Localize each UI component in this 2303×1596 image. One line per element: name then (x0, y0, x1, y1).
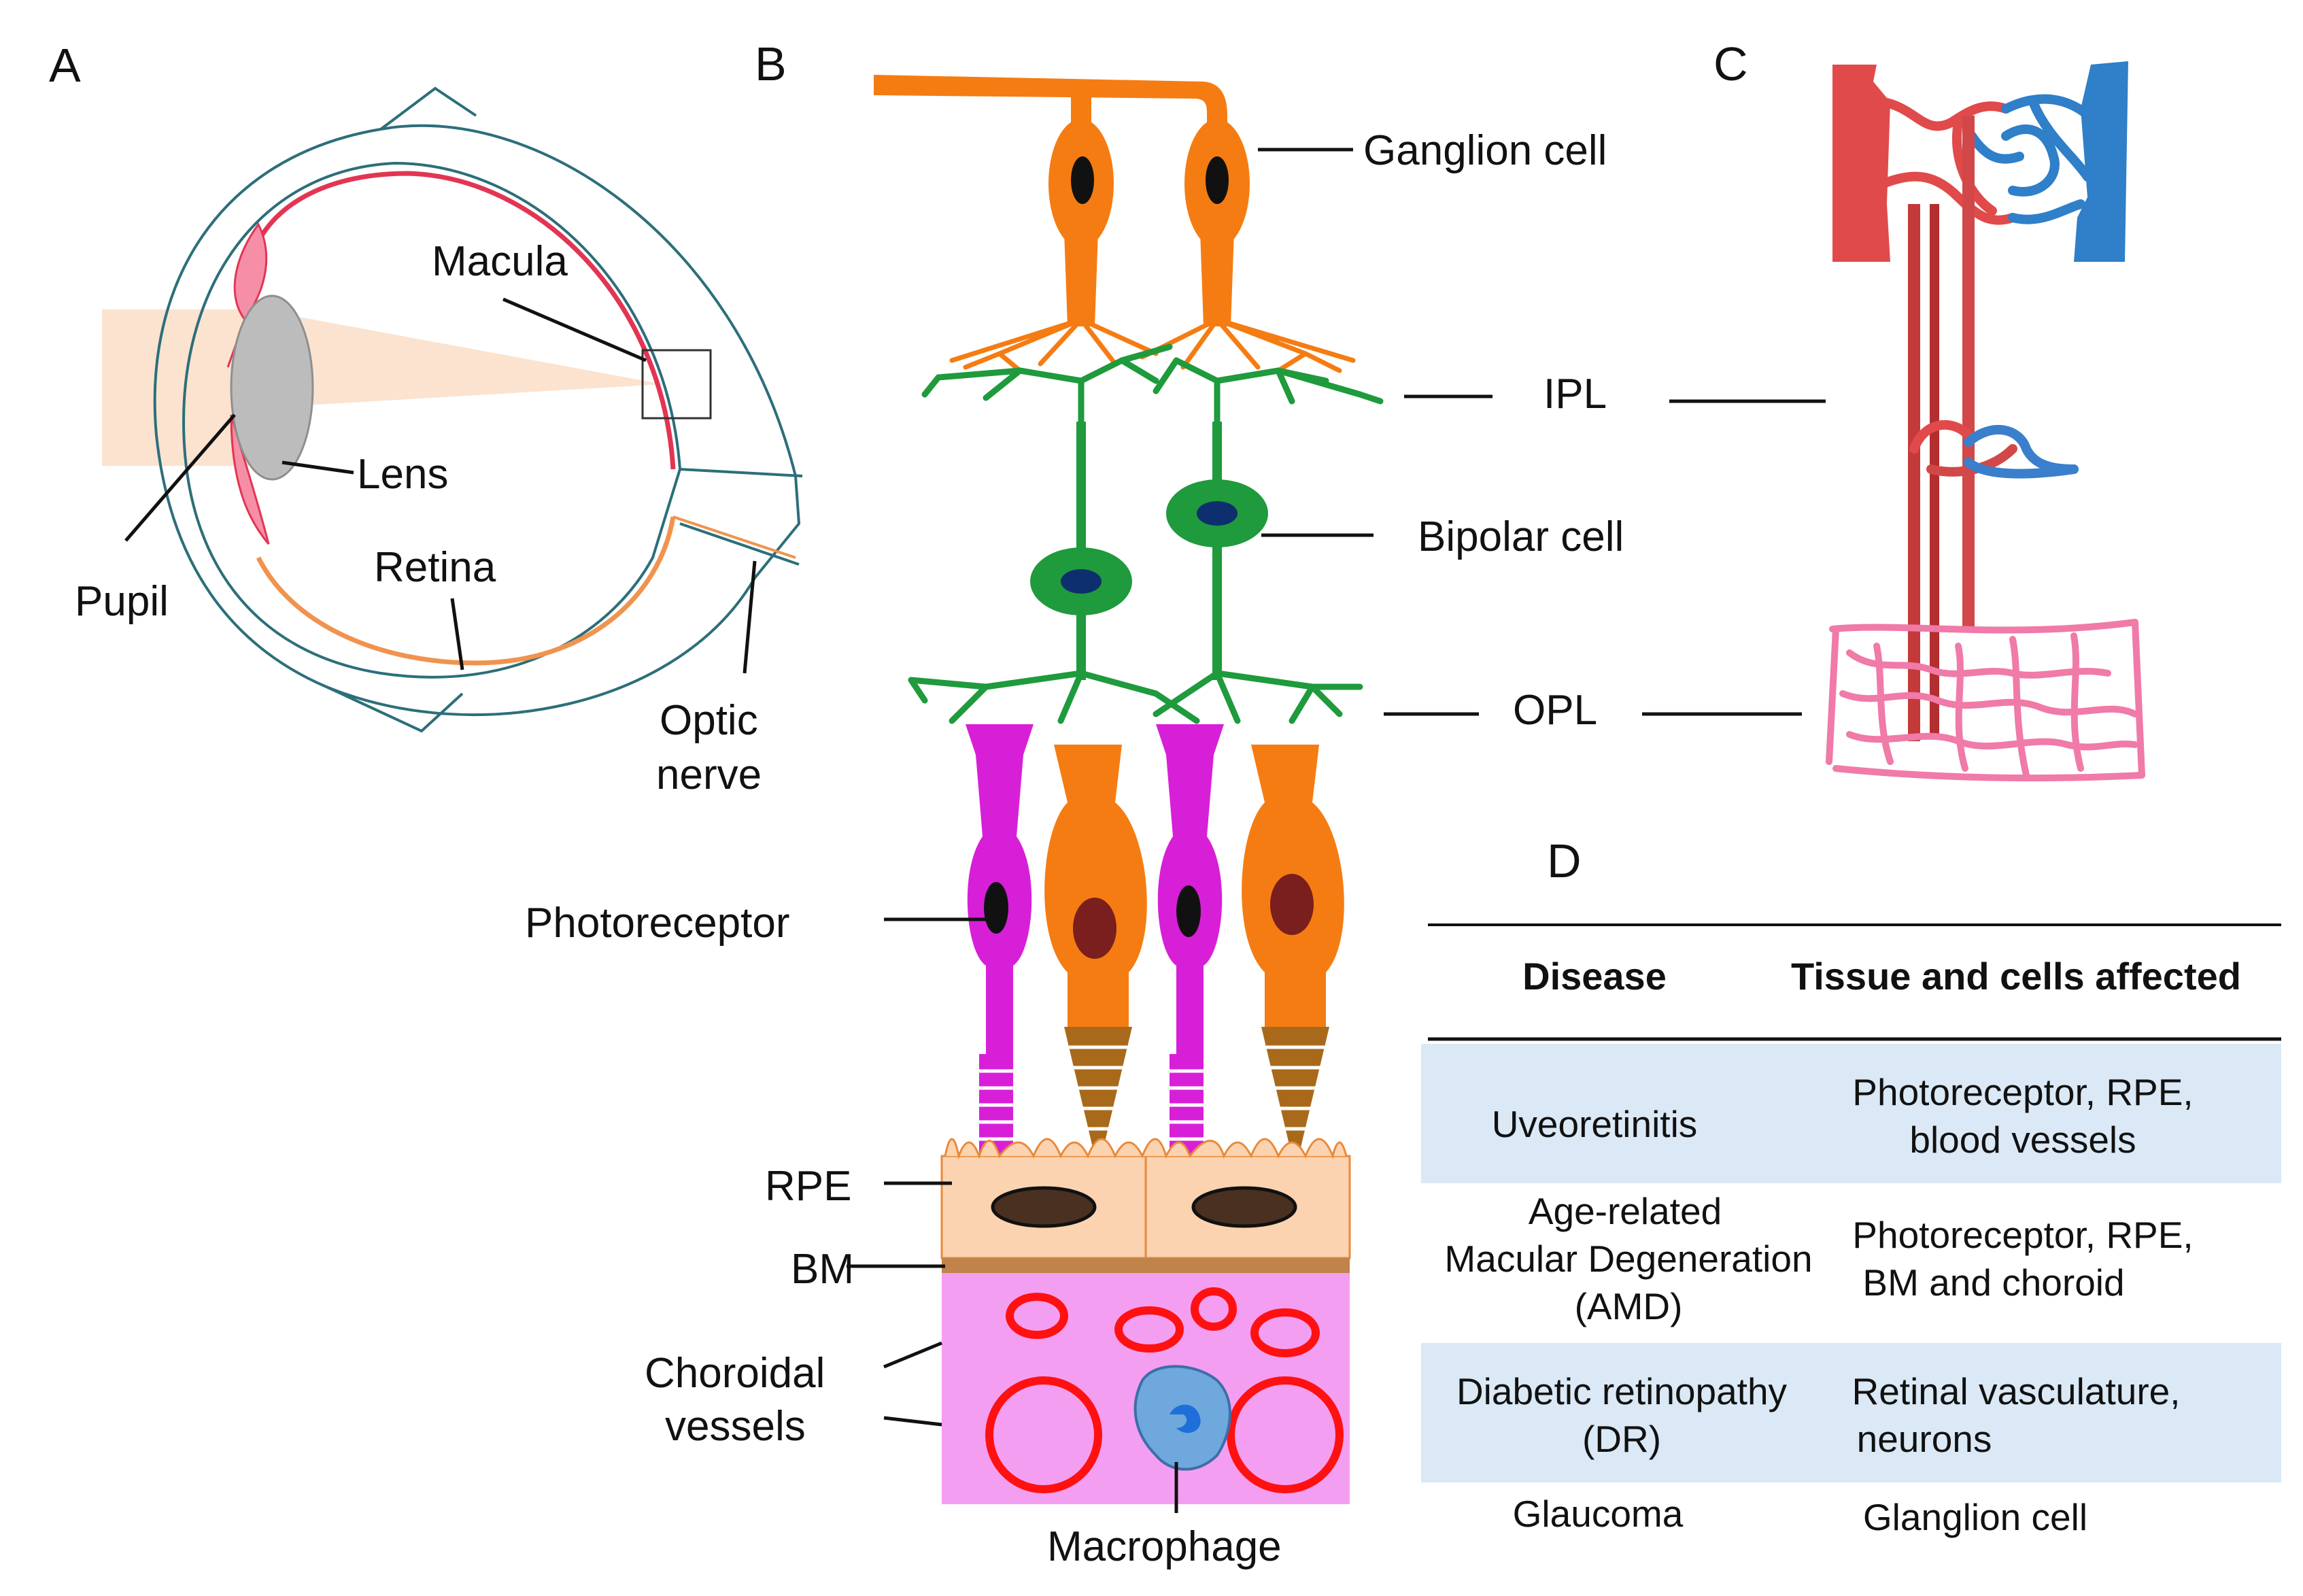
rod-left-discs (979, 1069, 1013, 1141)
bipolar-dendrites-top (921, 343, 1384, 439)
photoreceptors (966, 724, 1344, 1156)
retina-leader (450, 598, 464, 670)
macula-label: Macula (432, 238, 568, 285)
rpe-microvilli (944, 1138, 1348, 1160)
panel-c-vasculature: C (1642, 37, 2145, 782)
optic-nerve-upper (679, 468, 803, 477)
cone-right-nucleus (1270, 874, 1314, 935)
table-cell-disease: (AMD) (1575, 1285, 1683, 1327)
rod-right-nucleus (1176, 885, 1201, 937)
bipolar-nucleus-right (1197, 501, 1238, 526)
table-header-disease: Disease (1522, 955, 1667, 998)
optic-nerve-label-line1: Optic (660, 697, 758, 744)
cone-left-discs (1069, 1045, 1127, 1131)
rpe-layer (940, 1138, 1351, 1259)
macula-leader (502, 297, 647, 362)
table-row-band-3 (1421, 1343, 2281, 1482)
table-cell-disease: Diabetic retinopathy (1456, 1370, 1788, 1412)
middle-capillary-loop (1909, 420, 2079, 479)
cone-left-outer (1064, 1027, 1132, 1156)
bipolar-dendrites-bottom (908, 670, 1363, 724)
bruchs-membrane (942, 1258, 1350, 1273)
choroidal-vessels (985, 1287, 1344, 1493)
panel-a-eye-diagram: A Macula Lens Pupil Retina Optic nerv (49, 39, 803, 798)
lens-shape (230, 294, 314, 481)
table-cell-affected: Photoreceptor, RPE, (1852, 1214, 2193, 1256)
rpe-melanin-left (991, 1186, 1097, 1228)
panel-b-leaders (847, 148, 1492, 1513)
table-cell-affected: Glanglion cell (1863, 1496, 2087, 1538)
top-capillary-network (1879, 94, 2092, 225)
panel-d-letter: D (1547, 834, 1582, 887)
optic-nerve-leader (743, 560, 757, 674)
ganglion-stem-right (1200, 231, 1234, 326)
table-cell-affected: neurons (1857, 1418, 1992, 1460)
ganglion-cells (874, 75, 1250, 326)
rod-right-discs (1170, 1069, 1204, 1141)
table-cell-affected: Photoreceptor, RPE, (1852, 1071, 2193, 1113)
cone-left (1044, 745, 1147, 1027)
panel-b-retina-layers: B (525, 37, 1624, 1570)
sclera-outline (153, 124, 801, 716)
macrophage (1133, 1365, 1231, 1471)
deep-capillary-plexus (1826, 619, 2145, 782)
table-cell-disease: (DR) (1582, 1418, 1661, 1460)
table-cell-affected: Retinal vasculature, (1852, 1370, 2180, 1412)
table-row-band-1 (1421, 1044, 2281, 1183)
photoreceptor-label: Photoreceptor (525, 900, 789, 947)
optic-nerve-lower (679, 522, 800, 566)
ganglion-cell-label: Ganglion cell (1363, 127, 1607, 174)
pupil-leader (124, 413, 236, 542)
opl-label: OPL (1513, 687, 1597, 734)
table-cell-disease: Macular Degeneration (1444, 1238, 1812, 1280)
cone-left-nucleus (1073, 898, 1116, 959)
lens-label: Lens (357, 451, 448, 498)
panel-c-letter: C (1713, 37, 1748, 90)
retina-red-layer (249, 171, 676, 470)
table-cell-disease: Glaucoma (1513, 1493, 1684, 1535)
pupil-label: Pupil (75, 578, 169, 625)
panel-d-table: D Disease Tissue and cells affected Uveo… (1421, 834, 2281, 1538)
panel-b-letter: B (755, 37, 787, 90)
optic-nerve-orange (672, 515, 796, 559)
table-cell-disease: Age-related (1529, 1190, 1722, 1232)
ganglion-axon (874, 75, 1227, 136)
bm-label: BM (791, 1246, 854, 1293)
table-cell-disease: Uveoretinitis (1492, 1103, 1698, 1145)
choroidal-vessels-label-line2: vessels (665, 1403, 806, 1450)
artery-trunk (1832, 65, 1890, 262)
macrophage-label: Macrophage (1047, 1523, 1282, 1570)
sclera-inner (182, 161, 682, 679)
rpe-label: RPE (765, 1163, 851, 1210)
ganglion-dendrites (949, 317, 1356, 373)
table-row: Uveoretinitis Photoreceptor, RPE, blood … (1492, 1071, 2194, 1161)
cone-right-discs (1266, 1045, 1325, 1131)
ganglion-nucleus-left (1071, 156, 1094, 204)
bipolar-nucleus-left (1061, 569, 1102, 594)
choroidal-vessels-label-line1: Choroidal (645, 1350, 825, 1397)
ipl-label: IPL (1543, 371, 1607, 418)
cornea (326, 86, 477, 733)
panel-a-letter: A (49, 39, 81, 92)
table-row: Diabetic retinopathy (DR) Retinal vascul… (1456, 1370, 2181, 1460)
ganglion-nucleus-right (1206, 156, 1229, 204)
table-cell-affected: blood vessels (1909, 1119, 2136, 1161)
macula-box (641, 349, 712, 420)
rod-left-nucleus (984, 882, 1008, 934)
iris-upper (226, 222, 268, 368)
retina-orange-layer (256, 516, 676, 666)
table-row: Glaucoma Glanglion cell (1513, 1493, 2087, 1538)
ganglion-stem-left (1064, 231, 1098, 326)
bipolar-cell-label: Bipolar cell (1418, 513, 1624, 560)
cone-right-outer (1261, 1027, 1329, 1156)
rpe-melanin-right (1191, 1186, 1297, 1228)
optic-nerve-label-line2: nerve (656, 751, 762, 798)
table-header-affected: Tissue and cells affected (1791, 955, 2241, 998)
table-row: Age-related Macular Degeneration (AMD) P… (1444, 1190, 2193, 1327)
macrophage-nucleus (1170, 1404, 1201, 1433)
lens-leader (282, 460, 354, 475)
retina-label: Retina (374, 544, 496, 591)
table-cell-affected: BM and choroid (1862, 1261, 2124, 1304)
